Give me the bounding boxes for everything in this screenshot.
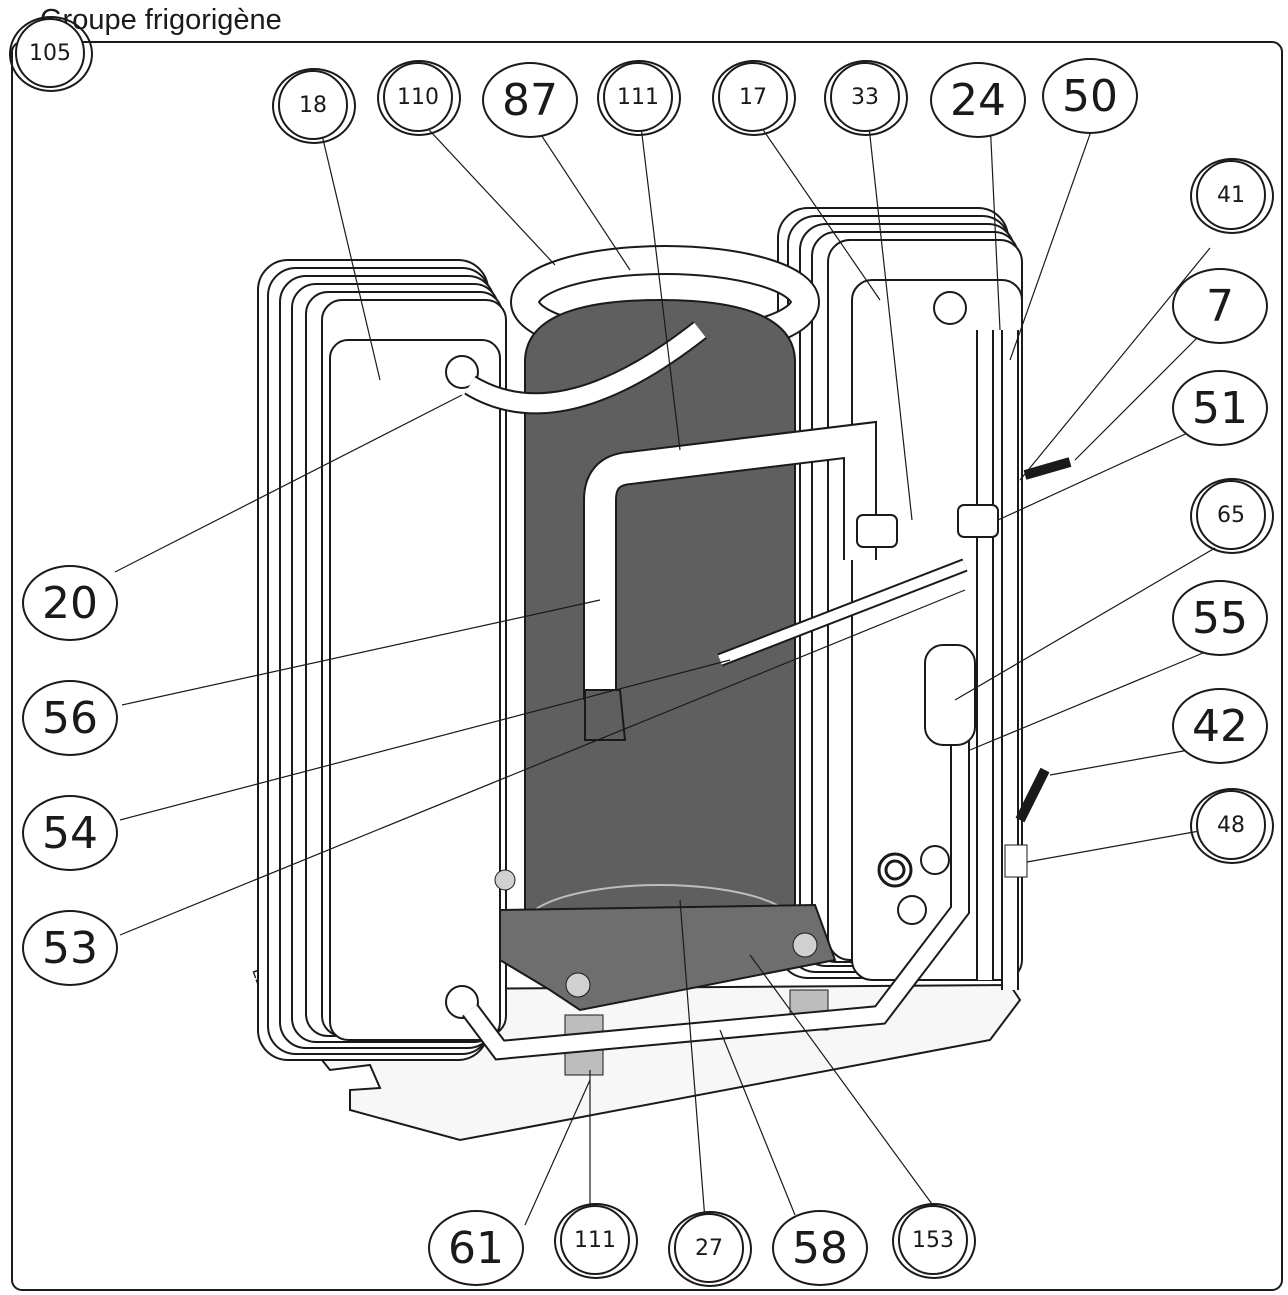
callout-105: 105 xyxy=(9,16,93,92)
left-coil-top-fitting xyxy=(445,355,479,389)
callout-41: 41 xyxy=(1190,158,1274,234)
callout-111-bottom: 111 xyxy=(554,1203,638,1279)
callout-48: 48 xyxy=(1190,788,1274,864)
callout-58: 58 xyxy=(772,1210,868,1286)
callout-27: 27 xyxy=(668,1211,752,1287)
callout-61: 61 xyxy=(428,1210,524,1286)
callout-7: 7 xyxy=(1172,268,1268,344)
filter-drier xyxy=(924,644,976,746)
callout-51: 51 xyxy=(1172,370,1268,446)
callout-56: 56 xyxy=(22,680,118,756)
callout-24: 24 xyxy=(930,62,1026,138)
right-coil-fitting xyxy=(933,291,967,325)
sensor-51 xyxy=(957,504,999,538)
callout-87: 87 xyxy=(482,62,578,138)
callout-111-top: 111 xyxy=(597,60,681,136)
callout-17: 17 xyxy=(712,60,796,136)
sensor-33 xyxy=(856,514,898,548)
left-condenser xyxy=(257,259,507,1061)
callout-153: 153 xyxy=(892,1203,976,1279)
callout-54: 54 xyxy=(22,795,118,871)
callout-50: 50 xyxy=(1042,58,1138,134)
callout-110: 110 xyxy=(377,60,461,136)
leader-lines xyxy=(114,117,1216,1226)
callout-55: 55 xyxy=(1172,580,1268,656)
callout-33: 33 xyxy=(824,60,908,136)
diagram-frame xyxy=(11,41,1283,1291)
callout-42: 42 xyxy=(1172,688,1268,764)
callout-20: 20 xyxy=(22,565,118,641)
callout-53: 53 xyxy=(22,910,118,986)
callout-18: 18 xyxy=(272,68,356,144)
callout-65: 65 xyxy=(1190,478,1274,554)
